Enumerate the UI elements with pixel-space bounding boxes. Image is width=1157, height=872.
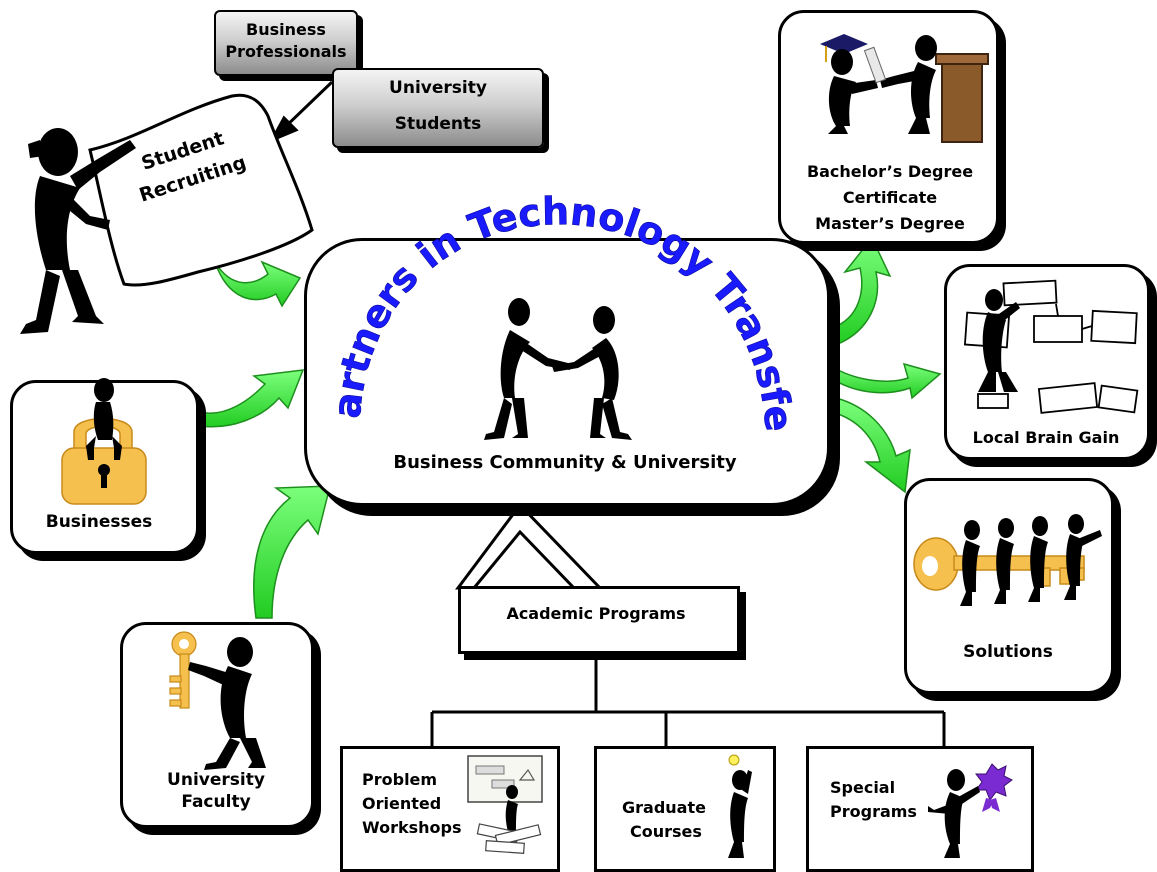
academic-programs-box xyxy=(458,586,740,654)
chip-business-professionals xyxy=(214,10,358,76)
workshops-label-1: Problem xyxy=(362,770,438,789)
recruiting-sign xyxy=(88,93,314,287)
planner-figure xyxy=(978,289,1020,392)
chip-business-professionals-label-2: Professionals xyxy=(225,42,347,61)
faculty-box xyxy=(120,622,314,828)
chip-university-students xyxy=(332,68,544,148)
podium-icon xyxy=(941,59,983,143)
lightbulb-icon xyxy=(728,754,740,766)
workshops-label-2: Oriented xyxy=(362,794,442,813)
center-box xyxy=(304,238,830,506)
degrees-label-2: Certificate xyxy=(842,188,938,207)
graduate-label-2: Courses xyxy=(630,822,702,841)
arrow-center-to-degrees xyxy=(831,236,892,346)
graduate-courses-box xyxy=(594,746,776,872)
arrow-center-to-solutions xyxy=(831,397,911,494)
large-key-icon xyxy=(913,537,1085,591)
seated-figure xyxy=(86,378,122,460)
businesses-label: Businesses xyxy=(45,512,153,532)
degrees-label-3: Master’s Degree xyxy=(815,214,965,233)
degrees-label-1: Bachelor’s Degree xyxy=(806,162,974,181)
special-label-2: Programs xyxy=(830,802,917,821)
mortarboard-icon xyxy=(820,34,868,54)
whiteboard-icon xyxy=(467,755,543,803)
special-label-1: Special xyxy=(830,778,896,797)
award-ribbon-icon xyxy=(975,763,1013,802)
solutions-label: Solutions xyxy=(963,642,1053,662)
program-tree-lines xyxy=(430,650,946,746)
thinker-figure xyxy=(728,770,752,858)
workshop-figure xyxy=(505,785,518,832)
diploma-icon xyxy=(863,46,887,84)
handshake-figures xyxy=(484,298,632,440)
chip-university-students-label-1: University xyxy=(389,78,487,98)
center-subtitle: Business Community & University xyxy=(393,452,737,473)
workshops-label-3: Workshops xyxy=(362,818,462,837)
graduate-figure xyxy=(828,49,878,134)
faculty-label-1: University xyxy=(167,770,265,790)
arrow-center-to-brain-gain xyxy=(833,362,942,400)
presenter-figure xyxy=(880,35,937,134)
faculty-figure xyxy=(188,637,266,770)
presenter-special-figure xyxy=(928,769,980,858)
arrow-businesses-to-center xyxy=(199,369,305,428)
chip-business-professionals-label-1: Business xyxy=(246,20,326,39)
chip-university-students-label-2: Students xyxy=(394,114,482,134)
chip-pointer-arrow xyxy=(268,80,334,144)
academic-programs-label: Academic Programs xyxy=(506,604,686,623)
team-figures xyxy=(960,514,1102,606)
arrow-recruiting-to-center xyxy=(214,260,302,308)
faculty-label-2: Faculty xyxy=(181,792,251,812)
brain-gain-label: Local Brain Gain xyxy=(972,428,1120,447)
scattered-papers-icon xyxy=(476,823,542,854)
recruiter-figure xyxy=(20,128,136,334)
graduate-label-1: Graduate xyxy=(622,798,706,817)
